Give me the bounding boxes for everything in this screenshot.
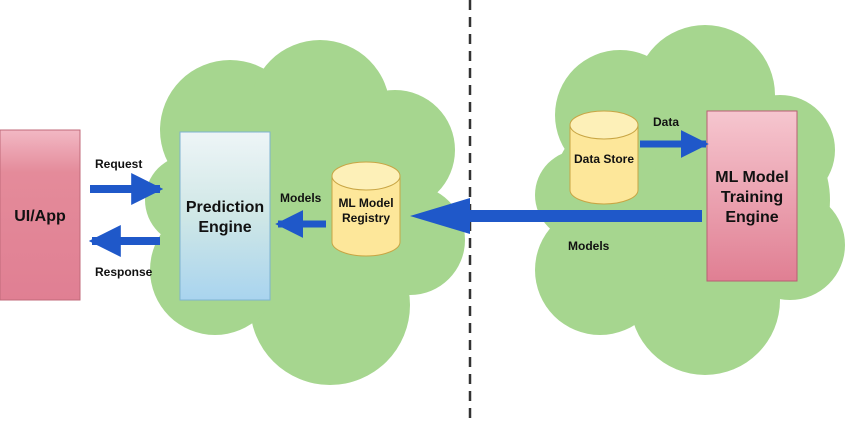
models-to-registry-arrow-icon (410, 198, 702, 234)
prediction-engine-label-line1: Prediction (186, 199, 264, 216)
model-registry-label-line1: ML Model (338, 196, 393, 210)
model-registry-label-line2: Registry (342, 211, 390, 225)
response-label: Response (95, 265, 153, 279)
models-to-registry-label: Models (568, 239, 610, 253)
request-label: Request (95, 157, 142, 171)
data-store-label: Data Store (574, 152, 634, 166)
prediction-engine-label-line2: Engine (198, 219, 251, 236)
data-label: Data (653, 115, 679, 129)
training-engine-label-line3: Engine (725, 209, 778, 226)
training-engine-label-line2: Training (721, 189, 783, 206)
training-engine-label-line1: ML Model (715, 169, 788, 186)
prediction-engine-node: Prediction Engine (179, 131, 271, 301)
ui-app-node: UI/App (0, 129, 81, 301)
data-store-database-icon: Data Store (569, 110, 639, 205)
model-registry-database-icon: ML Model Registry (331, 161, 401, 257)
training-engine-node: ML Model Training Engine (706, 110, 798, 282)
models-to-engine-label: Models (280, 191, 322, 205)
ui-app-label: UI/App (14, 208, 66, 225)
